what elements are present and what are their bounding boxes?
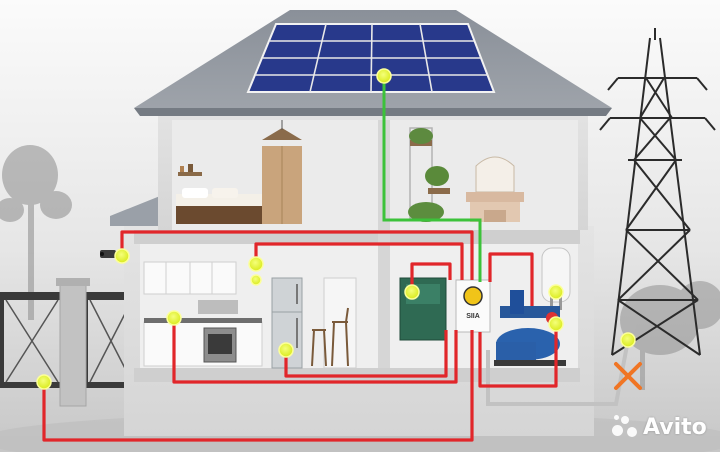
tree-icon: [0, 145, 72, 320]
gate-icon: [0, 278, 135, 407]
wall-shelf-plants: [408, 127, 450, 222]
cross-icon: [614, 362, 642, 390]
power-cables: [42, 230, 558, 442]
controller-brand-label: SIIA: [466, 313, 480, 320]
sensor-kitchen: [166, 310, 182, 326]
water-heater-icon: [541, 247, 571, 310]
solar-panel-icon: [246, 23, 496, 93]
sensor-fridge: [278, 342, 294, 358]
sensor-battery: [404, 284, 420, 300]
watermark-text: Avito: [643, 414, 707, 440]
refrigerator: [271, 277, 303, 369]
sensor-grid: [620, 332, 636, 348]
watermark: Avito: [612, 413, 707, 441]
watermark-logo-icon: [612, 415, 638, 439]
sensor-solar: [376, 68, 392, 84]
pylon-icon: [599, 28, 716, 356]
cctv-camera-icon: [100, 250, 116, 258]
pump-icon: [494, 290, 566, 366]
sensor-camera: [114, 248, 130, 264]
sensor-points: [36, 68, 636, 390]
bed: [176, 164, 272, 224]
sensor-heater: [548, 284, 564, 300]
sensor-gate: [36, 374, 52, 390]
solar-cable: [382, 76, 482, 282]
dressing-table: [466, 156, 524, 222]
sensor-pump: [548, 316, 564, 332]
inverter-icon: SIIA: [455, 279, 491, 333]
bar-stools: [311, 307, 349, 367]
sensor-kitchen-hood: [248, 256, 264, 272]
sensor-kitchen-lamp: [250, 274, 262, 286]
kitchen-cabinets: [143, 261, 263, 367]
wardrobe: [262, 120, 302, 224]
